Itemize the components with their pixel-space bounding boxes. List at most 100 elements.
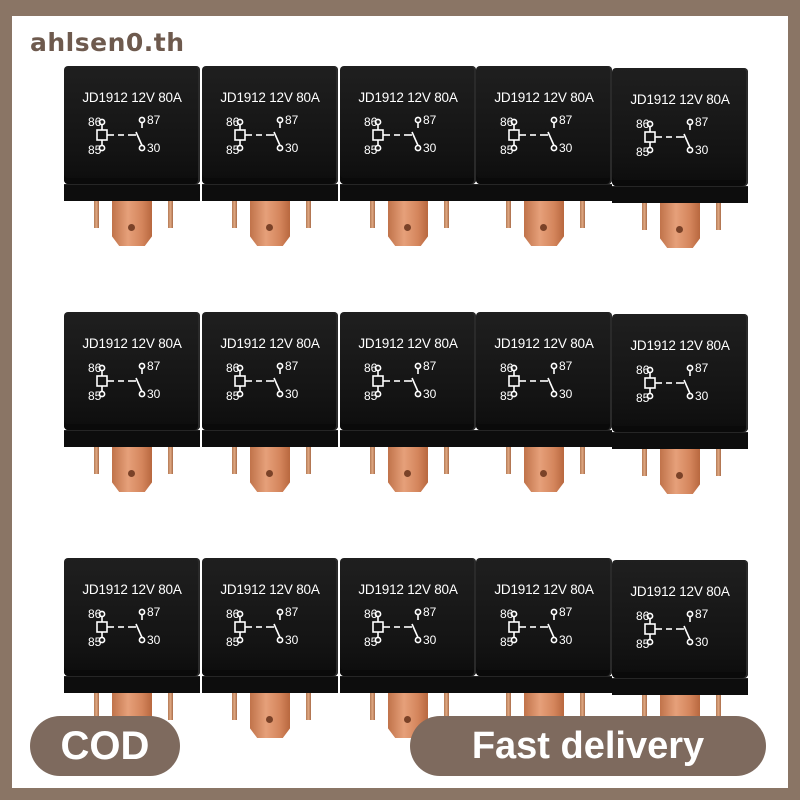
relay-housing: JD1912 12V 80A 86 85 87 30 [476,558,612,676]
relay-pin [168,676,173,720]
relay-pin [232,430,237,474]
svg-text:87: 87 [695,361,709,375]
svg-text:30: 30 [285,633,299,647]
relay-module: JD1912 12V 80A 86 85 87 30 [612,314,748,514]
relay-label: JD1912 12V 80A [220,90,320,105]
svg-text:87: 87 [559,113,573,127]
svg-text:86: 86 [88,115,102,129]
svg-text:87: 87 [147,113,161,127]
relay-housing: JD1912 12V 80A 86 85 87 30 [64,558,200,676]
relay-pin [232,676,237,720]
relay-base [64,184,200,201]
svg-text:30: 30 [559,633,573,647]
relay-label: JD1912 12V 80A [220,582,320,597]
relay-base [476,184,612,201]
svg-text:85: 85 [364,389,378,403]
relay-module: JD1912 12V 80A 86 85 87 30 [476,312,612,512]
svg-text:85: 85 [88,143,102,157]
relay-label: JD1912 12V 80A [358,582,458,597]
svg-text:85: 85 [226,389,240,403]
relay-schematic-icon: 86 85 87 30 [632,600,732,658]
svg-text:87: 87 [147,359,161,373]
relay-pin [444,676,449,720]
svg-text:30: 30 [695,389,709,403]
svg-text:86: 86 [500,607,514,621]
relay-base [64,676,200,693]
relay-label: JD1912 12V 80A [220,336,320,351]
relay-label: JD1912 12V 80A [82,336,182,351]
relay-pin [306,184,311,228]
relay-schematic-icon: 86 85 87 30 [496,598,596,656]
relay-schematic-icon: 86 85 87 30 [84,106,184,164]
svg-text:86: 86 [88,361,102,375]
relay-pin [506,184,511,228]
svg-text:86: 86 [364,361,378,375]
relay-housing: JD1912 12V 80A 86 85 87 30 [476,312,612,430]
relay-housing: JD1912 12V 80A 86 85 87 30 [340,66,476,184]
svg-text:86: 86 [636,363,650,377]
relay-pin [506,676,511,720]
fast-delivery-badge: Fast delivery [410,716,766,776]
relay-module: JD1912 12V 80A 86 85 87 30 [340,66,476,266]
relay-base [340,430,476,447]
relay-pin [506,430,511,474]
svg-text:87: 87 [559,605,573,619]
relay-schematic-icon: 86 85 87 30 [222,598,322,656]
relay-label: JD1912 12V 80A [630,92,730,107]
relay-base [202,676,338,693]
relay-housing: JD1912 12V 80A 86 85 87 30 [64,66,200,184]
terminal-hole [404,470,411,477]
terminal-hole [676,472,683,479]
relay-module: JD1912 12V 80A 86 85 87 30 [202,312,338,512]
relay-schematic-icon: 86 85 87 30 [360,106,460,164]
svg-text:30: 30 [147,141,161,155]
svg-text:87: 87 [695,115,709,129]
relay-module: JD1912 12V 80A 86 85 87 30 [612,68,748,268]
svg-text:85: 85 [636,145,650,159]
relay-module: JD1912 12V 80A 86 85 87 30 [340,558,476,758]
terminal-hole [676,226,683,233]
svg-text:86: 86 [500,361,514,375]
svg-text:86: 86 [500,115,514,129]
terminal-hole [128,470,135,477]
relay-schematic-icon: 86 85 87 30 [632,108,732,166]
svg-text:85: 85 [500,635,514,649]
relay-base [612,186,748,203]
relay-housing: JD1912 12V 80A 86 85 87 30 [202,558,338,676]
relay-housing: JD1912 12V 80A 86 85 87 30 [64,312,200,430]
relay-pin [642,186,647,230]
relay-module: JD1912 12V 80A 86 85 87 30 [202,66,338,266]
svg-text:87: 87 [285,113,299,127]
relay-label: JD1912 12V 80A [494,90,594,105]
svg-text:86: 86 [636,117,650,131]
svg-text:86: 86 [226,361,240,375]
svg-text:85: 85 [88,635,102,649]
relay-pin [306,676,311,720]
relay-housing: JD1912 12V 80A 86 85 87 30 [202,312,338,430]
relay-label: JD1912 12V 80A [630,338,730,353]
svg-text:87: 87 [695,607,709,621]
relay-pin [370,184,375,228]
svg-text:85: 85 [636,391,650,405]
relay-pin [580,430,585,474]
relay-schematic-icon: 86 85 87 30 [222,106,322,164]
svg-text:30: 30 [559,141,573,155]
relay-module: JD1912 12V 80A 86 85 87 30 [612,560,748,760]
relay-pin [580,676,585,720]
relay-base [64,430,200,447]
svg-text:30: 30 [147,387,161,401]
svg-text:30: 30 [285,141,299,155]
relay-pin [716,432,721,476]
relay-label: JD1912 12V 80A [494,582,594,597]
svg-text:30: 30 [423,141,437,155]
svg-text:86: 86 [88,607,102,621]
svg-text:87: 87 [147,605,161,619]
svg-text:30: 30 [423,633,437,647]
relay-schematic-icon: 86 85 87 30 [496,352,596,410]
relay-label: JD1912 12V 80A [494,336,594,351]
terminal-hole [266,716,273,723]
relay-schematic-icon: 86 85 87 30 [632,354,732,412]
svg-text:85: 85 [226,635,240,649]
relay-base [340,184,476,201]
relay-pin [580,184,585,228]
